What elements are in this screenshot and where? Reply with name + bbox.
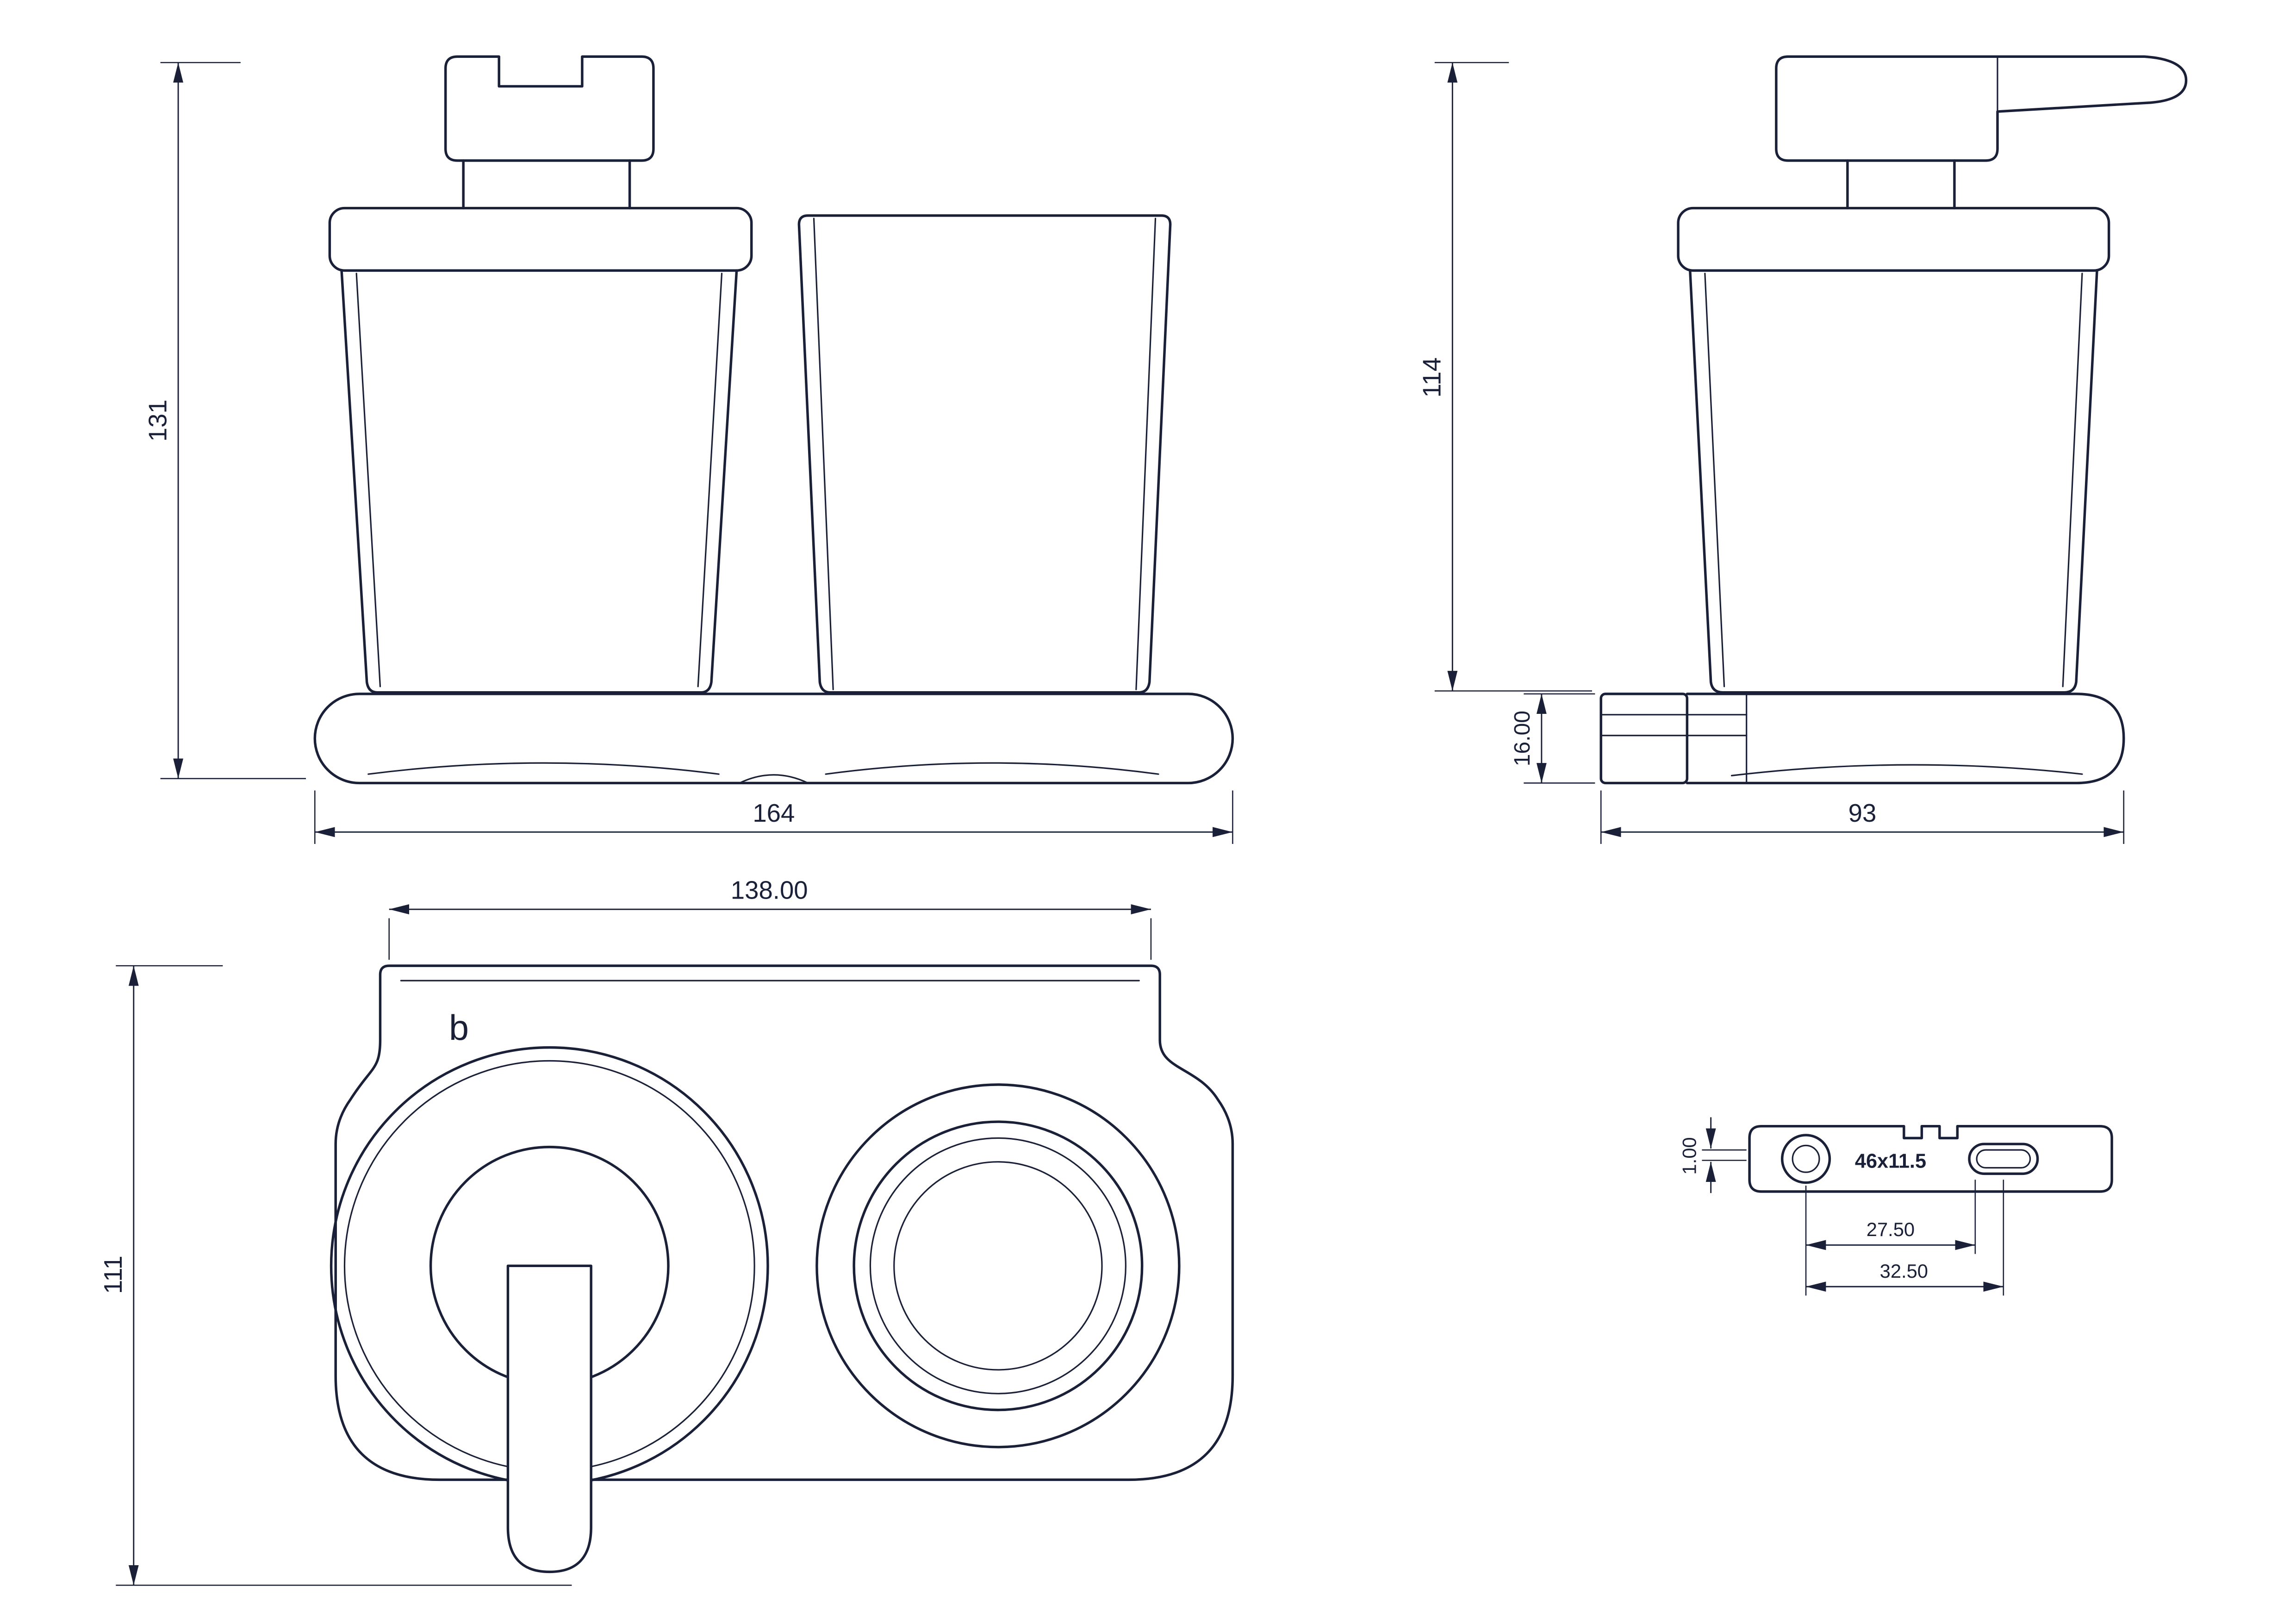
mounting-slot-outer xyxy=(1968,1143,2039,1175)
dimension-label-overall-pitch: 32.50 xyxy=(1880,1260,1928,1282)
wall-bracket-side xyxy=(1599,693,1689,785)
front-width-dimension: 164 xyxy=(314,790,1233,844)
dimension-label-height: 114 xyxy=(1418,357,1446,398)
pump-lever-plan xyxy=(506,1264,592,1574)
plate-thickness-dimension: 1.00 xyxy=(1679,1117,1747,1193)
tumbler-rim-inner xyxy=(869,1137,1126,1394)
side-height-dimension: 114 xyxy=(1418,62,1592,692)
plan-view: 138.00 111 b xyxy=(99,876,1234,1586)
side-view: 114 16.00 93 xyxy=(1418,55,2188,844)
pump-head-front xyxy=(444,55,655,162)
dimension-label-depth: 93 xyxy=(1848,799,1877,827)
bottle-collar-side xyxy=(1677,206,2110,272)
wall-holder-front xyxy=(313,693,1234,785)
dispenser-bottle-side xyxy=(1689,269,2098,694)
brand-logo: b xyxy=(449,1008,469,1048)
plate-overall-pitch-dimension: 32.50 xyxy=(1806,1180,2004,1296)
tumbler-rim-outer xyxy=(852,1120,1144,1412)
screw-hole-inner xyxy=(1792,1144,1820,1173)
plan-width-dimension: 138.00 xyxy=(388,876,1152,960)
holder-recess-arc xyxy=(1731,764,2083,776)
plan-depth-dimension: 111 xyxy=(99,965,572,1586)
tumbler-front xyxy=(797,214,1172,694)
front-height-dimension: 131 xyxy=(143,62,306,780)
bottle-wall-line xyxy=(2062,273,2083,687)
tumbler-wall-line xyxy=(1135,218,1157,690)
holder-recess-arc xyxy=(825,762,1159,775)
screw-hole-outer xyxy=(1780,1134,1831,1184)
mounting-slot-inner xyxy=(1976,1149,2031,1169)
dimension-label-width: 164 xyxy=(753,799,795,827)
holder-outline-plan xyxy=(334,964,1234,1481)
holder-center-notch xyxy=(739,774,809,784)
bottle-wall-line xyxy=(697,273,723,687)
holder-shelf-side xyxy=(1686,693,2125,785)
holder-recess-arc xyxy=(367,762,720,775)
dimension-label-thickness: 1.00 xyxy=(1679,1137,1700,1174)
mounting-plate-detail: 46x11.5 1.00 27.50 32.50 xyxy=(1679,1117,2113,1296)
dimension-label-height: 131 xyxy=(143,400,172,442)
slot-size-label: 46x11.5 xyxy=(1855,1150,1926,1173)
side-depth-dimension: 93 xyxy=(1600,790,2125,844)
dimension-label-hole-pitch: 27.50 xyxy=(1867,1218,1915,1240)
dimension-label-bracket-height: 16.00 xyxy=(1510,711,1535,766)
mounting-plate-outline xyxy=(1748,1124,2113,1193)
tumbler-ring-outer xyxy=(815,1083,1181,1449)
tumbler-wall-line xyxy=(813,218,834,690)
pump-head-side xyxy=(1775,55,2188,162)
bottle-collar-front xyxy=(328,206,753,272)
side-bracket-dimension: 16.00 xyxy=(1510,693,1595,784)
dispenser-bottle-front xyxy=(340,269,738,694)
bottle-wall-line xyxy=(355,273,381,687)
tumbler-bottom-circle xyxy=(893,1161,1103,1371)
front-view: 131 164 xyxy=(143,55,1234,844)
bottle-wall-line xyxy=(1704,273,1725,687)
dimension-label-width: 138.00 xyxy=(731,876,808,905)
dimension-label-depth: 111 xyxy=(99,1255,127,1294)
plate-hole-pitch-dimension: 27.50 xyxy=(1805,1180,1976,1296)
